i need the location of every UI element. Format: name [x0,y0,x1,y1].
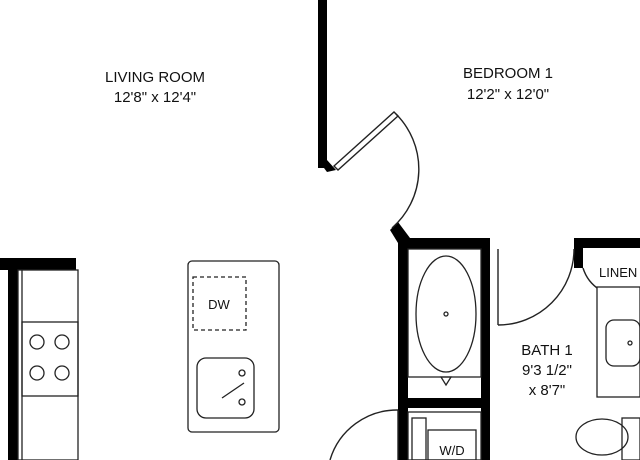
burner-icon [29,365,45,381]
washer-dryer-label: W/D [439,443,464,458]
kitchen-island [187,260,280,433]
range [21,321,79,397]
dishwasher-label: DW [208,297,230,312]
wall-right-top [574,238,640,248]
faucet-icon [221,382,245,399]
bath-door-swing [497,248,575,326]
counter-run [17,269,79,460]
bath-name: BATH 1 [521,342,572,359]
bath-size-line2: x 8'7" [529,382,566,399]
tub-drain-icon [443,311,449,317]
tub-spout-icon [439,376,453,387]
vanity-sink [605,319,640,367]
living-room-name: LIVING ROOM [105,69,205,86]
island-sink [196,357,255,419]
wall-wd-right [481,398,490,460]
wall-bedroom-door-jamb-top [318,160,336,172]
washer-dryer-unit [427,429,477,460]
faucet-knob-icon [238,369,246,377]
toilet-bowl [575,418,629,456]
wall-wd-top [398,398,490,408]
kitchen-counter [17,269,79,460]
wall-bath-right [481,238,490,408]
vanity-drain-icon [627,340,633,346]
living-room-size: 12'8" x 12'4" [114,89,196,106]
doors [329,111,601,460]
island-counter [187,260,280,433]
vanity [596,286,640,398]
bathroom-fixtures [407,248,640,460]
dishwasher-outline [192,276,247,331]
bedroom-door-leaf [332,111,400,171]
wall-bath-left [398,238,408,460]
bedroom-name: BEDROOM 1 [463,65,553,82]
tub-basin [415,255,477,373]
burner-icon [54,334,70,350]
burner-icon [54,365,70,381]
wall-bath-top [398,238,490,249]
wall-left-top [0,258,76,270]
faucet-knob-icon [238,398,246,406]
lower-door-swing [329,409,399,460]
bedroom-size: 12'2" x 12'0" [467,86,549,103]
wall-left-vertical [8,258,18,460]
burner-icon [29,334,45,350]
bedroom-door-swing [391,113,420,229]
washer-dryer [407,411,482,460]
bath-size-line1: 9'3 1/2" [522,362,572,379]
wall-bedroom-door-jamb-bottom [390,222,410,243]
washer-dryer-side [411,417,427,460]
wall-central-upper [318,0,327,168]
toilet-tank [621,417,640,460]
wall-right-stub [574,238,583,268]
linen-label: LINEN [599,265,637,280]
